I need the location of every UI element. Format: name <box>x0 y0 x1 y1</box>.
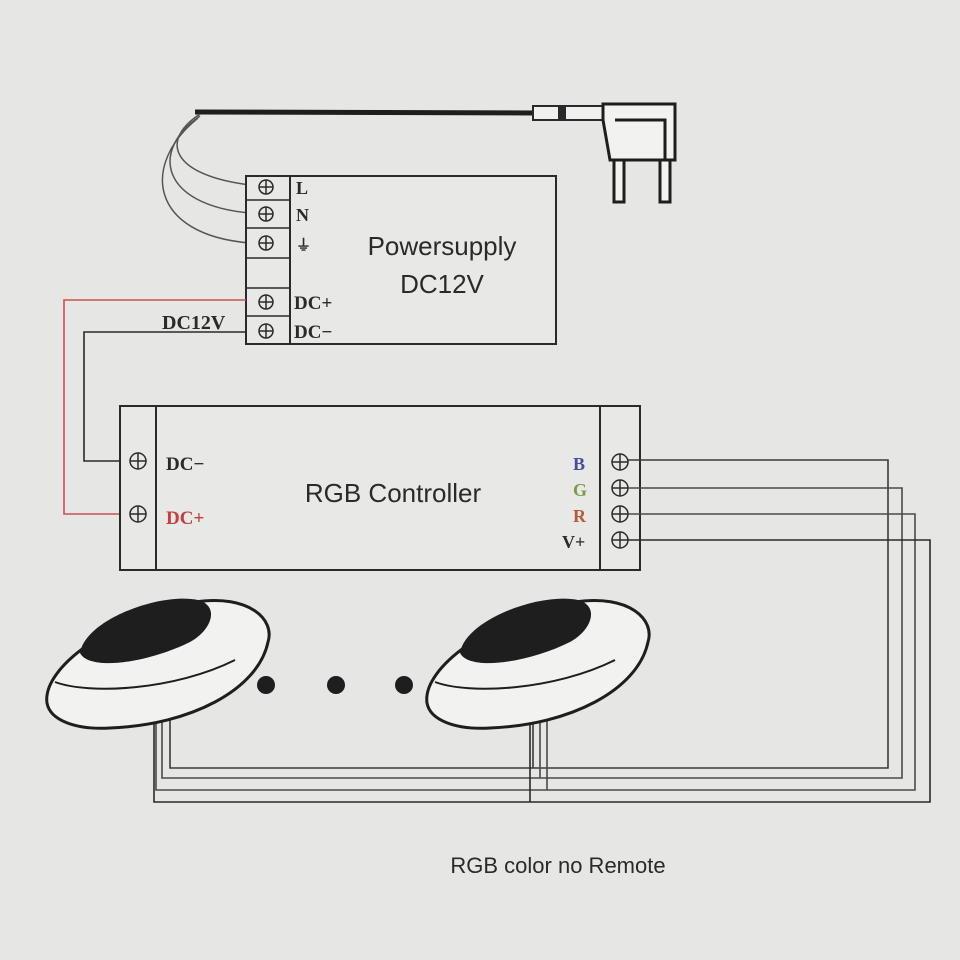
screw-terminal-icon <box>611 505 629 523</box>
mains-cable-strand-2 <box>169 115 251 214</box>
ellipsis-dot <box>257 676 275 694</box>
positive-wire <box>63 299 246 515</box>
wire-v-plus <box>153 539 931 803</box>
plug-collar-band <box>558 106 566 120</box>
light-lens <box>80 598 212 664</box>
ellipsis-dot <box>395 676 413 694</box>
screw-terminal-icon <box>258 294 274 310</box>
light-base-rim <box>54 659 236 690</box>
light-base-rim <box>434 659 616 690</box>
controller-g-label: G <box>573 480 587 500</box>
controller-b-label: B <box>573 454 585 474</box>
light-lens <box>460 598 592 664</box>
rgb-controller: DC− DC+ RGB Controller B G R V+ <box>119 405 641 571</box>
screw-terminal-icon <box>258 235 274 251</box>
screw-terminal-icon <box>611 479 629 497</box>
output-wires <box>153 459 931 803</box>
terminal-label-dc-minus: DC− <box>294 322 332 343</box>
controller-dc-minus-label: DC− <box>166 454 204 475</box>
diagram-caption: RGB color no Remote <box>450 853 665 878</box>
controller-dc-plus-label: DC+ <box>166 508 204 529</box>
plug-pin-left <box>612 158 626 204</box>
power-supply: L N ⏚ DC+ DC− Powersupply DC12V <box>245 175 557 345</box>
plug-body-edge <box>615 118 667 160</box>
wire-g <box>161 487 903 779</box>
screw-terminal-icon <box>611 453 629 471</box>
screw-terminal-icon <box>129 452 147 470</box>
mains-cable <box>194 109 536 116</box>
screw-terminal-icon <box>258 206 274 222</box>
screw-terminal-icon <box>258 179 274 195</box>
screw-terminal-icon <box>611 531 629 549</box>
power-supply-terminal-strip <box>245 175 291 345</box>
mains-plug <box>161 102 677 244</box>
power-supply-voltage: DC12V <box>400 269 484 299</box>
mains-cable-strand-3 <box>161 117 251 244</box>
led-light-left <box>45 598 271 730</box>
wire-b <box>169 459 889 769</box>
negative-wire <box>83 331 246 462</box>
plug-pin-right <box>658 158 672 204</box>
power-supply-title: Powersupply <box>368 231 517 261</box>
mains-cable-strand-1 <box>176 113 251 186</box>
controller-r-label: R <box>573 506 587 526</box>
led-light-right <box>425 598 651 730</box>
controller-title: RGB Controller <box>305 478 482 508</box>
terminal-label-dc-plus: DC+ <box>294 293 332 314</box>
ellipsis-dot <box>327 676 345 694</box>
plug-collar <box>532 105 604 121</box>
controller-v-plus-label: V+ <box>562 532 585 552</box>
screw-terminal-icon <box>129 505 147 523</box>
dc12v-output-label: DC12V <box>162 312 226 334</box>
terminal-label-earth: ⏚ <box>296 237 311 254</box>
terminal-label-n: N <box>296 205 309 225</box>
plug-body <box>601 102 677 162</box>
terminal-label-l: L <box>296 178 308 198</box>
screw-terminal-icon <box>258 323 274 339</box>
wire-r <box>155 513 916 791</box>
controller-box <box>119 405 641 571</box>
